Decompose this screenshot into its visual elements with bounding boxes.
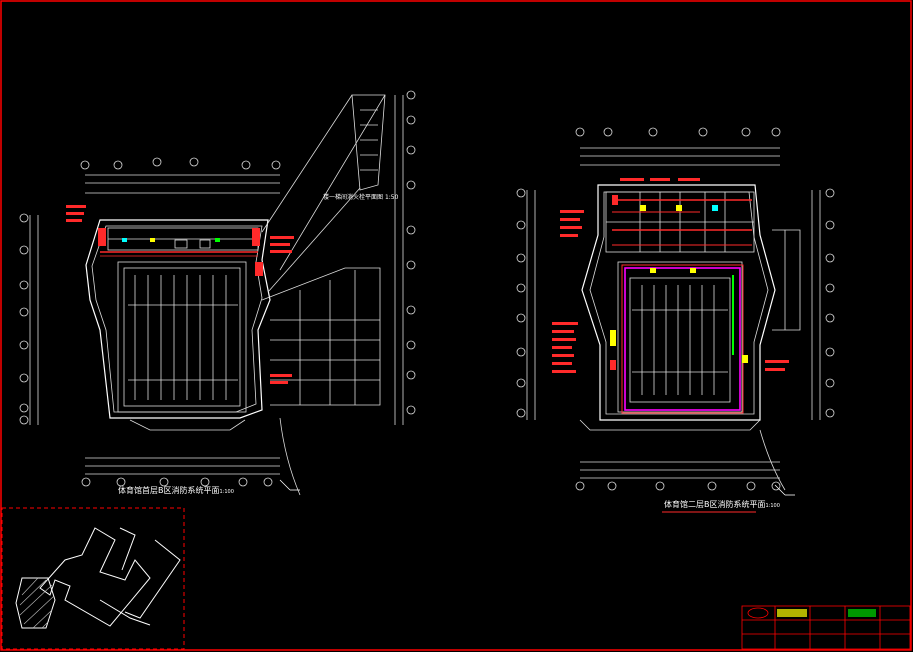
right-plan-fire-pipes <box>552 178 789 414</box>
title-block <box>741 605 911 650</box>
left-plan-fire-pipes <box>66 205 294 384</box>
right-floor-plan <box>516 127 835 491</box>
left-plan-title: 体育馆首层B区消防系统平面1:100 <box>118 486 234 495</box>
north-arrow-icon <box>279 479 795 496</box>
stair-detail-title: 楼一梯间消火栓平面图 1:50 <box>323 194 399 201</box>
left-floor-plan <box>19 90 416 496</box>
key-plan <box>1 507 185 650</box>
right-plan-title: 体育馆二层B区消防系统平面1:100 <box>664 500 780 509</box>
